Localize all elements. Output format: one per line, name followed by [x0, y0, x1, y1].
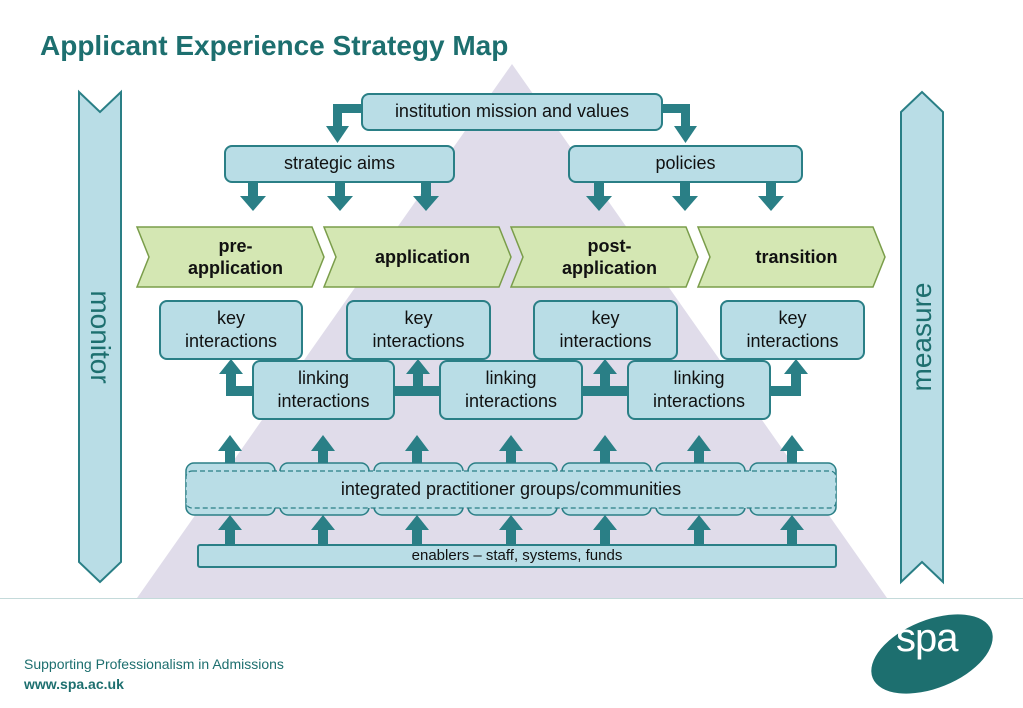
up-arrows-upper [218, 435, 804, 465]
mission-text: institution mission and values [394, 101, 630, 122]
stage-label-line2: application [561, 258, 657, 278]
strategic-aims-box: strategic aims [224, 145, 455, 183]
key-interactions-box: key interactions [159, 300, 303, 360]
stage-post-application: post-application [511, 227, 698, 287]
practitioner-band [185, 470, 837, 509]
key-line2: interactions [746, 331, 839, 351]
stage-chevron-4 [696, 226, 886, 288]
spa-logo-text: spa [896, 616, 958, 660]
linking-line2: interactions [464, 391, 558, 411]
linking-line1: linking [297, 367, 350, 388]
stage-label-line1: application [374, 246, 470, 267]
stage-chevron-2 [322, 226, 512, 288]
key-line1: key [591, 307, 620, 328]
footer-tagline: Supporting Professionalism in Admissions [24, 656, 284, 672]
monitor-label: monitor [85, 290, 116, 384]
key-line2: interactions [559, 331, 652, 351]
practitioner-groups-label: integrated practitioner groups/communiti… [340, 479, 682, 499]
measure-label: measure [906, 282, 937, 392]
stage-application: application [324, 227, 511, 287]
key-interactions-box: key interactions [533, 300, 678, 360]
stage-label-line1: post- [587, 235, 632, 256]
linking-line1: linking [485, 367, 537, 388]
linking-line2: interactions [277, 391, 370, 411]
key-line1: key [216, 307, 245, 328]
enablers-box: enablers – staff, systems, funds [197, 544, 837, 568]
spa-logo [871, 614, 993, 694]
linking-interactions-box: linking interactions [627, 360, 771, 420]
monitor-arrow [78, 89, 122, 584]
strategic-aims-text: strategic aims [283, 153, 396, 174]
key-interactions-box: key interactions [346, 300, 491, 360]
footer-divider [0, 598, 1023, 599]
policies-text: policies [655, 153, 716, 174]
up-arrows-lower [218, 515, 804, 546]
mission-connectors [326, 104, 697, 143]
enablers-text: enablers – staff, systems, funds [411, 547, 623, 565]
key-line1: key [404, 307, 433, 328]
linking-interactions-box: linking interactions [252, 360, 395, 420]
key-line2: interactions [184, 331, 278, 351]
stage-label-line1: transition [755, 246, 838, 267]
down-arrows [240, 182, 784, 211]
linking-connectors [219, 359, 808, 396]
stage-chevrons [135, 226, 886, 288]
stage-label-line2: application [187, 258, 283, 278]
stage-chevron-3 [509, 226, 699, 288]
key-interactions-box: key interactions [720, 300, 865, 360]
mission-box: institution mission and values [361, 93, 663, 131]
stage-transition: transition [698, 227, 885, 287]
key-line2: interactions [372, 331, 465, 351]
policies-box: policies [568, 145, 803, 183]
linking-line1: linking [673, 367, 725, 388]
stage-chevron-1 [135, 226, 325, 288]
page-title: Applicant Experience Strategy Map [40, 30, 509, 61]
key-line1: key [778, 307, 807, 328]
footer-url[interactable]: www.spa.ac.uk [24, 676, 124, 692]
measure-arrow [900, 90, 944, 585]
stage-label-line1: pre- [218, 235, 253, 256]
stage-pre-application: pre-application [137, 227, 324, 287]
linking-line2: interactions [652, 391, 746, 411]
linking-interactions-box: linking interactions [439, 360, 583, 420]
